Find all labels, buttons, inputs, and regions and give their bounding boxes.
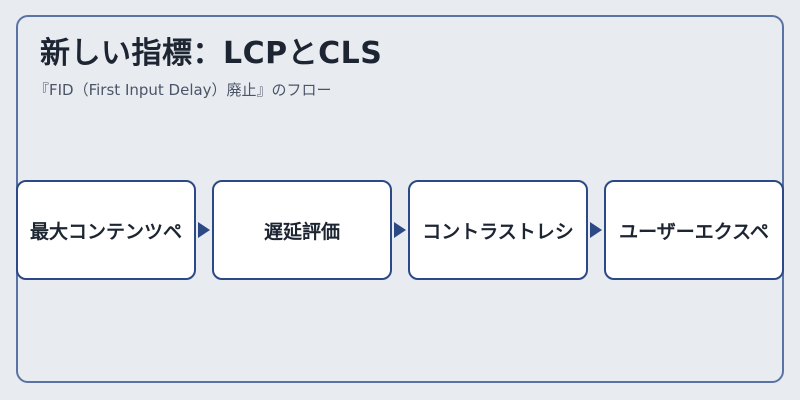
flow-arrow-icon bbox=[394, 222, 406, 238]
flow-step-1: 最大コンテンツペ bbox=[16, 180, 196, 280]
flow-step-2: 遅延評価 bbox=[212, 180, 392, 280]
flow-step-label: 遅延評価 bbox=[263, 220, 340, 243]
flow-step-3: コントラストレシ bbox=[408, 180, 588, 280]
page-title: 新しい指標：LCPとCLS bbox=[40, 36, 383, 71]
flow-arrow-icon bbox=[590, 222, 602, 238]
flow-arrow-icon bbox=[198, 222, 210, 238]
flow-step-4: ユーザーエクスペ bbox=[604, 180, 784, 280]
flow-step-label: 最大コンテンツペ bbox=[29, 220, 182, 243]
flow-step-label: コントラストレシ bbox=[422, 220, 574, 243]
flow-step-label: ユーザーエクスペ bbox=[619, 220, 769, 243]
page-subtitle: 『FID（First Input Delay）廃止』のフロー bbox=[34, 81, 332, 99]
